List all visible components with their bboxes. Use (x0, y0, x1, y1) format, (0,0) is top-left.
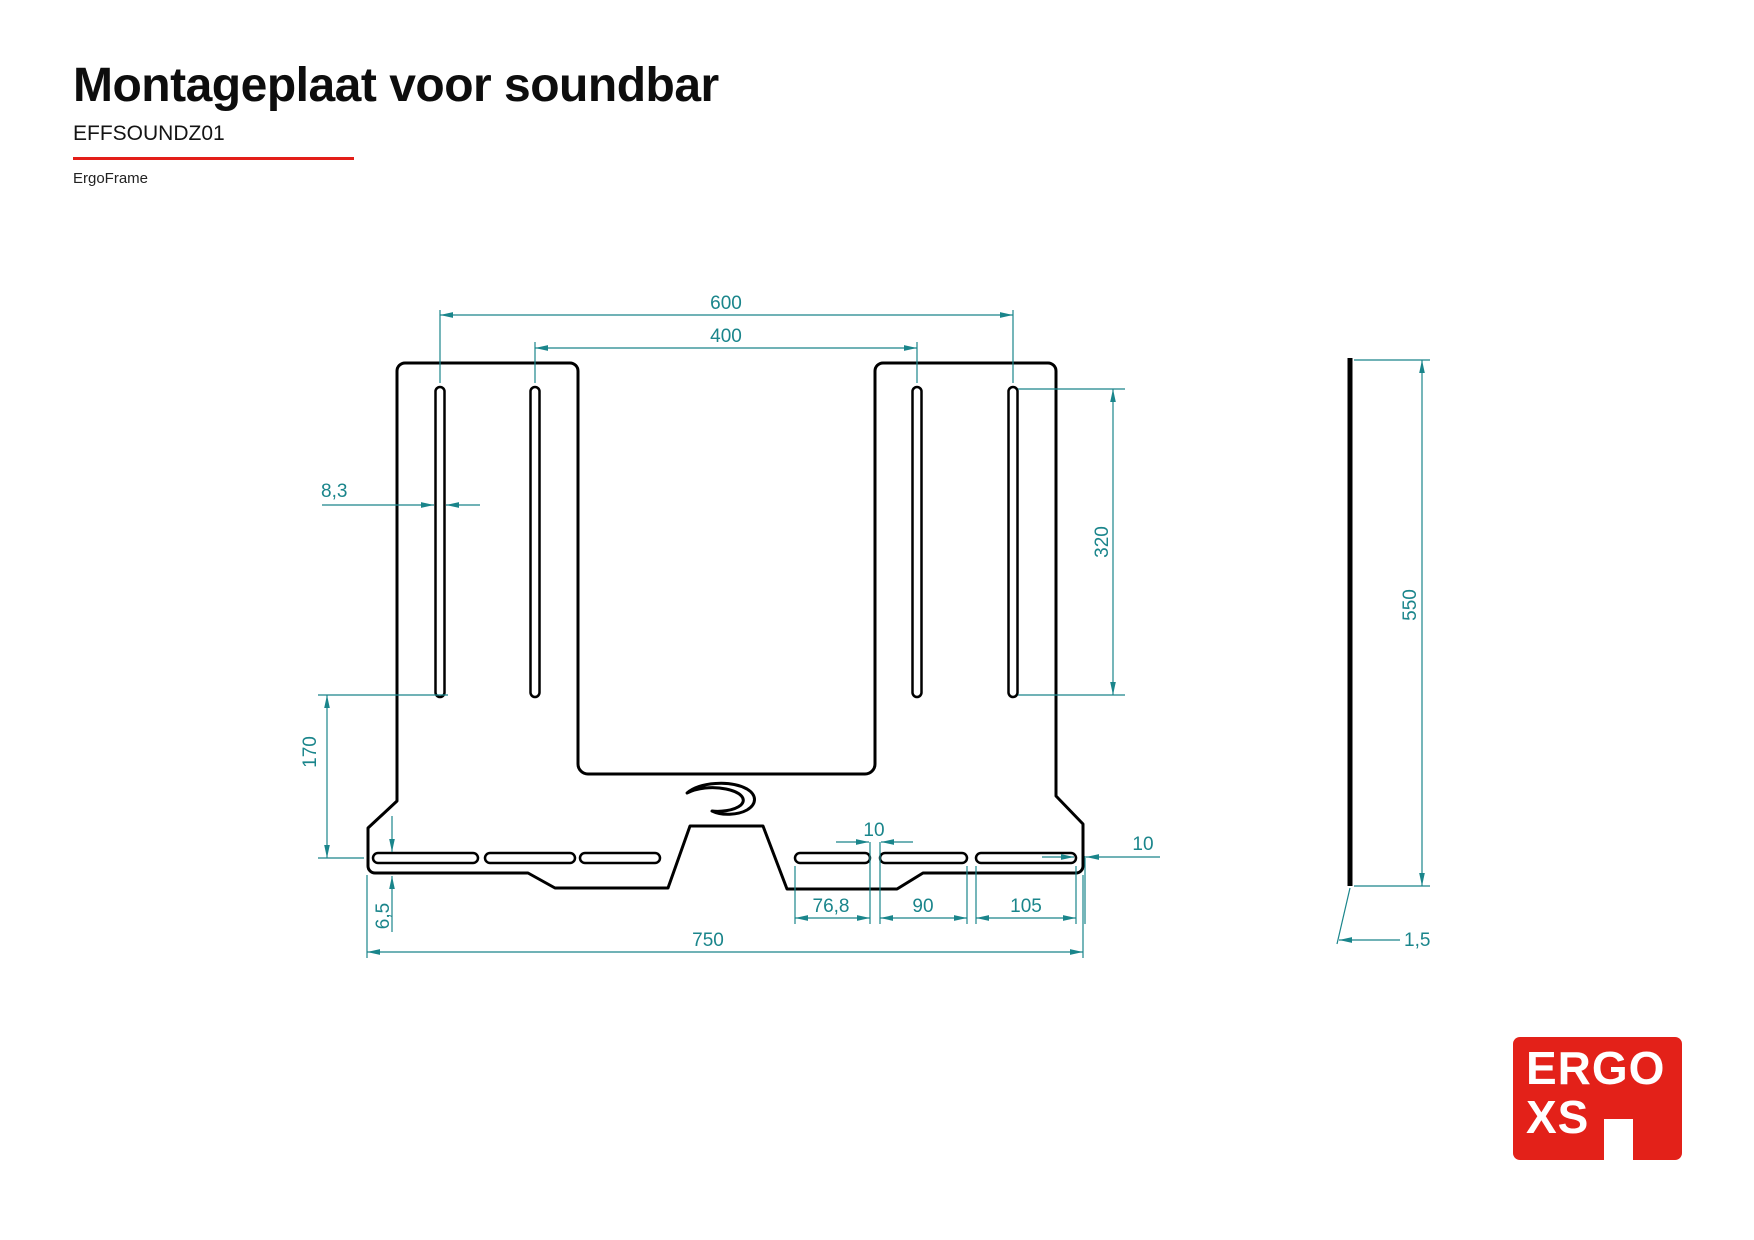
dim-right-gap-label: 10 (1132, 834, 1153, 855)
logo-text-xs: XS (1526, 1090, 1590, 1143)
logo-text-ergo: ERGO (1526, 1042, 1666, 1094)
dim-total-width-label: 750 (692, 930, 724, 951)
side-view: 550 1,5 (1336, 358, 1430, 951)
dim-bottom-a-label: 76,8 (813, 896, 850, 917)
dim-bottom-c-label: 105 (1010, 896, 1042, 917)
dim-bottom-b-label: 90 (912, 896, 933, 917)
mounting-slots (371, 385, 1078, 865)
dimension-lines-front (318, 310, 1160, 958)
red-divider (73, 156, 354, 160)
ergoxs-logo: ERGO XS (1513, 1037, 1682, 1160)
dim-slot-width-label: 8,3 (321, 481, 347, 502)
hook-cutout (685, 781, 756, 816)
dim-vesa-inner-label: 400 (710, 326, 742, 347)
dim-thickness-label: 1,5 (1404, 930, 1430, 951)
header: Montageplaat voor soundbar EFFSOUNDZ01 E… (73, 59, 973, 187)
front-view-outline (366, 361, 1085, 891)
dim-height-label: 550 (1400, 589, 1421, 621)
series-label: ErgoFrame (73, 169, 149, 187)
page-title: Montageplaat voor soundbar (73, 59, 719, 112)
dimension-labels-front: 600 400 8,3 320 170 6,5 10 76,8 90 105 1… (300, 293, 1154, 951)
dim-slot-length-label: 320 (1092, 526, 1113, 558)
logo-step-notch (1604, 1119, 1633, 1160)
product-code: EFFSOUNDZ01 (73, 121, 225, 145)
dim-vesa-outer-label: 600 (710, 293, 742, 314)
dim-slot-bottom-offset-label: 170 (300, 736, 321, 768)
dim-gap-center-label: 10 (863, 820, 884, 841)
dim-edge-slot-offset-label: 6,5 (373, 903, 394, 929)
